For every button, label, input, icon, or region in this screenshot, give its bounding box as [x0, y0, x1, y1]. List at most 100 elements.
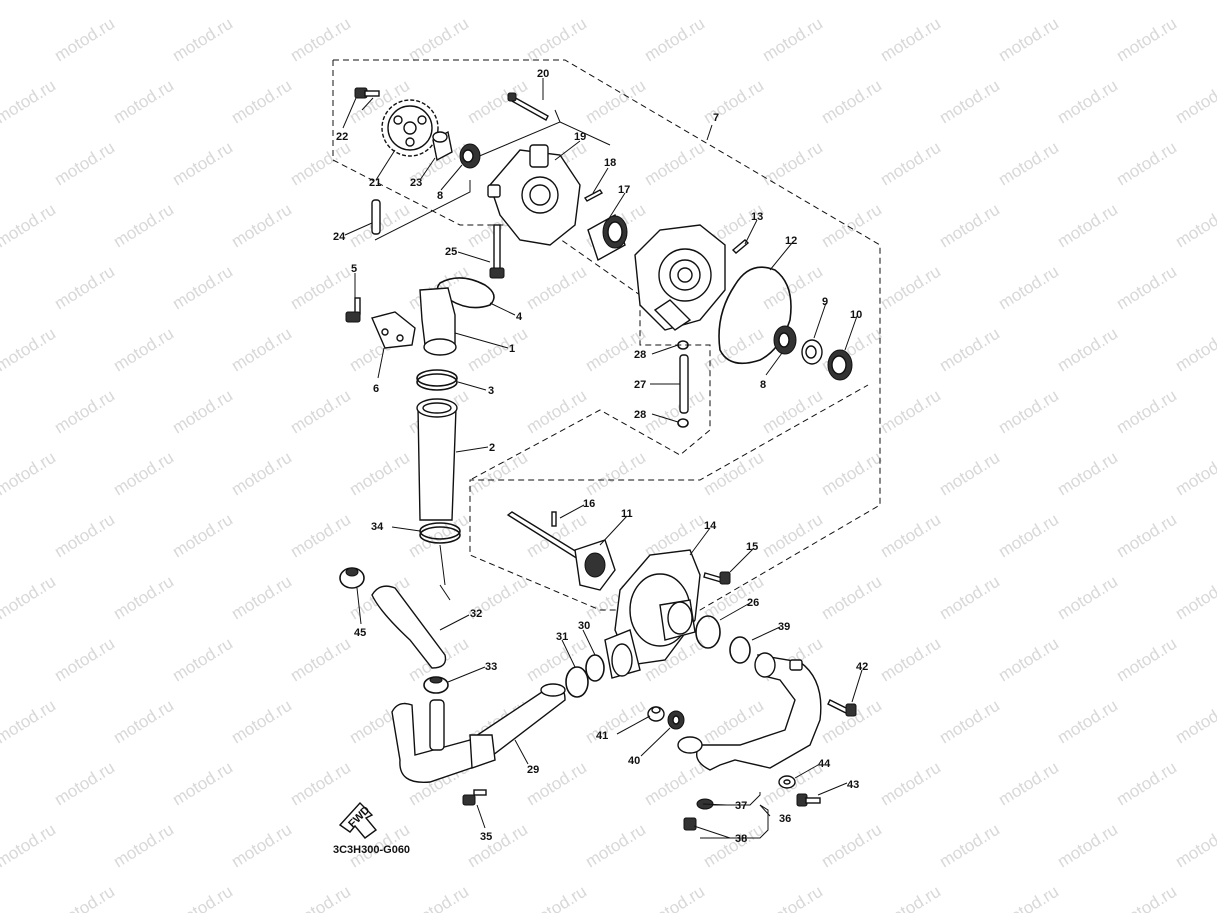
callout-23: 23 [410, 177, 422, 189]
callout-7: 7 [713, 112, 719, 124]
washer-44 [778, 775, 796, 789]
seal-10 [827, 349, 853, 381]
callout-13: 13 [751, 211, 763, 223]
callout-30: 30 [578, 620, 590, 632]
watermark-text: motod.ru [641, 882, 708, 913]
watermark-text: motod.ru [287, 138, 354, 190]
watermark-text: motod.ru [523, 386, 590, 438]
watermark-text: motod.ru [995, 882, 1062, 913]
callout-5: 5 [351, 263, 357, 275]
pin-13 [731, 239, 750, 254]
callout-21: 21 [369, 177, 381, 189]
callout-28-lower: 28 [634, 409, 646, 421]
watermark-text: motod.ru [228, 696, 295, 748]
watermark-text: motod.ru [700, 448, 767, 500]
watermark-text: motod.ru [169, 262, 236, 314]
watermark-text: motod.ru [1113, 510, 1180, 562]
watermark-text: motod.ru [1113, 262, 1180, 314]
watermark-text: motod.ru [582, 0, 649, 3]
watermark-text: motod.ru [110, 200, 177, 252]
watermark-text: motod.ru [464, 820, 531, 872]
pump-body-14 [604, 549, 701, 679]
watermark-text: motod.ru [582, 76, 649, 128]
watermark-text: motod.ru [759, 138, 826, 190]
watermark-text: motod.ru [1113, 634, 1180, 686]
bolt-42 [827, 699, 857, 717]
watermark-text: motod.ru [936, 0, 1003, 3]
watermark-text: motod.ru [287, 262, 354, 314]
watermark-text: motod.ru [464, 448, 531, 500]
callout-28-upper: 28 [634, 349, 646, 361]
callout-38: 38 [735, 833, 747, 845]
watermark-text: motod.ru [51, 510, 118, 562]
watermark-text: motod.ru [51, 262, 118, 314]
watermark-text: motod.ru [169, 386, 236, 438]
watermark-text: motod.ru [405, 14, 472, 66]
oring-28-lower [677, 418, 689, 428]
watermark-text: motod.ru [1054, 0, 1121, 3]
hose-32 [371, 585, 447, 669]
watermark-text: motod.ru [287, 634, 354, 686]
watermark-text: motod.ru [818, 820, 885, 872]
watermark-text: motod.ru [936, 76, 1003, 128]
callout-15: 15 [746, 541, 758, 553]
watermark-text: motod.ru [877, 510, 944, 562]
watermark-text: motod.ru [818, 0, 885, 3]
watermark-text: motod.ru [228, 324, 295, 376]
watermark-text: motod.ru [818, 572, 885, 624]
watermark-text: motod.ru [0, 820, 59, 872]
callout-24: 24 [333, 231, 346, 243]
callout-44: 44 [818, 758, 831, 770]
callout-16: 16 [583, 498, 595, 510]
watermark-text: motod.ru [228, 820, 295, 872]
bracket-6 [371, 311, 416, 349]
watermark-text: motod.ru [995, 510, 1062, 562]
watermark-text: motod.ru [877, 14, 944, 66]
callout-43: 43 [847, 779, 859, 791]
clamp-33 [423, 676, 449, 694]
watermark-text: motod.ru [1172, 820, 1217, 872]
callout-25: 25 [445, 246, 457, 258]
callout-37: 37 [735, 800, 747, 812]
rotor-17 [587, 213, 628, 262]
pipe-29 [391, 683, 566, 784]
bolt-20 [507, 92, 549, 121]
watermark-text: motod.ru [877, 386, 944, 438]
watermark-text: motod.ru [0, 200, 59, 252]
callout-27: 27 [634, 379, 646, 391]
watermark-text: motod.ru [759, 386, 826, 438]
bolt-43 [796, 793, 821, 807]
clamp-45 [339, 567, 365, 589]
watermark-text: motod.ru [759, 262, 826, 314]
watermark-text: motod.ru [169, 14, 236, 66]
watermark-text: motod.ru [228, 200, 295, 252]
callout-26: 26 [747, 597, 759, 609]
pin-18 [583, 189, 604, 202]
watermark-text: motod.ru [877, 138, 944, 190]
watermark-text: motod.ru [759, 882, 826, 913]
watermark-text: motod.ru [169, 634, 236, 686]
collar-23 [432, 130, 453, 162]
callout-36: 36 [779, 813, 791, 825]
watermark-text: motod.ru [1113, 138, 1180, 190]
watermark-text: motod.ru [818, 76, 885, 128]
oring-39 [729, 636, 751, 664]
watermark-text: motod.ru [1054, 696, 1121, 748]
bearing-8-upper [459, 143, 481, 169]
watermark-text: motod.ru [995, 386, 1062, 438]
watermark-text: motod.ru [995, 634, 1062, 686]
watermark-text: motod.ru [759, 14, 826, 66]
watermark-text: motod.ru [1172, 324, 1217, 376]
watermark-text: motod.ru [936, 696, 1003, 748]
callout-17: 17 [618, 184, 630, 196]
watermark-text: motod.ru [523, 14, 590, 66]
callout-39: 39 [778, 621, 790, 633]
watermark-text: motod.ru [110, 324, 177, 376]
watermark-text: motod.ru [346, 0, 413, 3]
watermark-text: motod.ru [0, 76, 59, 128]
watermark-text: motod.ru [169, 510, 236, 562]
watermark-text: motod.ru [936, 324, 1003, 376]
leader-lines [342, 78, 863, 839]
watermark-text: motod.ru [1113, 882, 1180, 913]
